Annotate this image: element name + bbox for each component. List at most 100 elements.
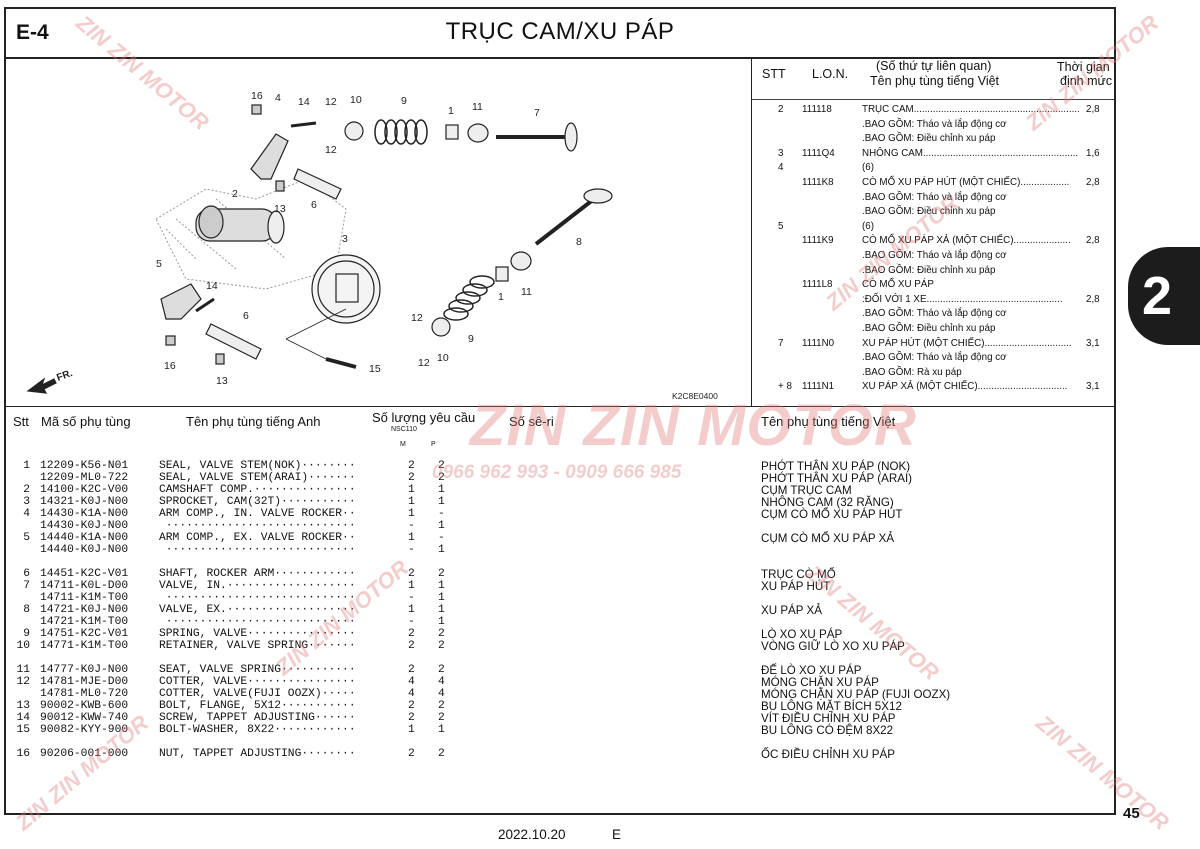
ref-desc: .BAO GỒM: Tháo và lắp động cơ bbox=[862, 250, 1007, 261]
qty-m: 1 bbox=[408, 508, 415, 520]
part-stt: 2 bbox=[23, 484, 30, 496]
part-name-vn: MÓNG CHẶN XU PÁP (FUJI OOZX) bbox=[761, 688, 951, 701]
col-p: P bbox=[431, 441, 436, 448]
part-name-en: CAMSHAFT COMP.··············· bbox=[159, 484, 356, 496]
qty-m: 2 bbox=[408, 640, 415, 652]
qty-m: - bbox=[408, 616, 415, 628]
part-number: 90002-KWB-600 bbox=[40, 700, 129, 712]
part-stt: 12 bbox=[16, 676, 30, 688]
reference-row: .BAO GỒM: Tháo và lắp động cơ bbox=[752, 250, 1112, 263]
part-name-vn: ĐẾ LÒ XO XU PÁP bbox=[761, 664, 862, 677]
reference-row: 5(6) bbox=[752, 221, 1112, 234]
reference-row: .BAO GỒM: Điều chỉnh xu páp bbox=[752, 206, 1112, 219]
col-serial: Số sê-ri bbox=[509, 414, 554, 429]
part-name-vn: MÓNG CHẶN XU PÁP bbox=[761, 676, 879, 689]
part-name-en: ···························· bbox=[159, 520, 356, 532]
diagram-callout: 4 bbox=[275, 92, 281, 104]
part-name-vn: NHÔNG CAM (32 RĂNG) bbox=[761, 496, 894, 509]
table-row: 14430-K0J-N00 ··························… bbox=[6, 520, 1106, 532]
ref-col-lon: L.O.N. bbox=[812, 67, 849, 81]
part-stt: 9 bbox=[23, 628, 30, 640]
qty-m: 2 bbox=[408, 472, 415, 484]
diagram-callout: 14 bbox=[206, 280, 218, 292]
qty-p: 1 bbox=[438, 616, 445, 628]
ref-desc: .BAO GỒM: Rà xu páp bbox=[862, 366, 962, 378]
part-name-en: BOLT-WASHER, 8X22············ bbox=[159, 724, 356, 736]
reference-row: :ĐỐI VỚI 1 XE...........................… bbox=[752, 294, 1112, 307]
page-number: 45 bbox=[1123, 805, 1140, 822]
ref-stt: 7 bbox=[778, 337, 784, 349]
qty-p: 1 bbox=[438, 724, 445, 736]
reference-row: .BAO GỒM: Tháo và lắp động cơ bbox=[752, 192, 1112, 205]
col-m: M bbox=[400, 441, 406, 448]
section-tab: 2 bbox=[1128, 247, 1200, 345]
part-stt: 15 bbox=[16, 724, 30, 736]
diagram-callout: 11 bbox=[521, 286, 532, 298]
reference-row: .BAO GỒM: Tháo và lắp động cơ bbox=[752, 308, 1112, 321]
ref-desc: CÒ MỔ XU PÁP bbox=[862, 279, 934, 291]
part-stt: 5 bbox=[23, 532, 30, 544]
qty-p: 2 bbox=[438, 628, 445, 640]
ref-time: 3,1 bbox=[1086, 337, 1100, 349]
diagram-callout: 1 bbox=[498, 291, 504, 303]
col-qty: Số lượng yêu cầu bbox=[372, 410, 476, 425]
part-stt: 3 bbox=[23, 496, 30, 508]
col-stt: Stt bbox=[13, 414, 29, 429]
ref-time: 1,6 bbox=[1086, 147, 1100, 159]
diagram-ref-code: K2C8E0400 bbox=[672, 391, 718, 401]
part-number: 14440-K1A-N00 bbox=[40, 532, 129, 544]
part-name-en: SPROCKET, CAM(32T)··········· bbox=[159, 496, 356, 508]
diagram-callout: 12 bbox=[325, 96, 337, 108]
part-stt: 6 bbox=[23, 568, 30, 580]
reference-row: .BAO GỒM: Tháo và lắp động cơ bbox=[752, 352, 1112, 365]
diagram-callout: 12 bbox=[418, 357, 430, 369]
part-number: 14777-K0J-N00 bbox=[40, 664, 129, 676]
part-name-en: SCREW, TAPPET ADJUSTING······ bbox=[159, 712, 356, 724]
ref-col-desc-1: (Số thứ tự liên quan) bbox=[876, 59, 992, 73]
ref-col-stt: STT bbox=[762, 67, 786, 81]
part-name-vn: CỤM TRỤC CAM bbox=[761, 484, 852, 497]
front-label: FR. bbox=[55, 368, 74, 384]
ref-desc: .BAO GỒM: Điều chỉnh xu páp bbox=[862, 264, 996, 276]
table-row: 14711-K1M-T00 ··························… bbox=[6, 592, 1106, 604]
part-name-vn: CỤM CÒ MỔ XU PÁP XẢ bbox=[761, 532, 895, 545]
page-title: TRỤC CAM/XU PÁP bbox=[445, 18, 675, 45]
qty-m: 4 bbox=[408, 688, 415, 700]
part-name-en: SEAL, VALVE STEM(NOK)········ bbox=[159, 460, 356, 472]
diagram-callout: 5 bbox=[156, 258, 162, 270]
part-name-en: SHAFT, ROCKER ARM············ bbox=[159, 568, 356, 580]
ref-lon: 1111L8 bbox=[802, 279, 833, 291]
part-name-en: ···························· bbox=[159, 544, 356, 556]
ref-lon: 1111K8 bbox=[802, 177, 834, 188]
diagram-callout: 6 bbox=[311, 199, 317, 211]
part-name-vn: VÒNG GIỮ LÒ XO XU PÁP bbox=[761, 640, 905, 653]
ref-stt: + 8 bbox=[778, 381, 792, 393]
part-name-en: BOLT, FLANGE, 5X12··········· bbox=[159, 700, 356, 712]
part-name-vn: PHỚT THÂN XU PÁP (ARAI) bbox=[761, 472, 913, 485]
diagram-callout: 6 bbox=[243, 310, 249, 322]
part-stt: 7 bbox=[23, 580, 30, 592]
diagram-callout: 2 bbox=[232, 188, 238, 200]
page-header: E-4 TRỤC CAM/XU PÁP bbox=[6, 9, 1114, 59]
part-name-vn: CỤM CÒ MỔ XU PÁP HÚT bbox=[761, 508, 903, 521]
qty-m: 4 bbox=[408, 676, 415, 688]
part-name-vn: TRỤC CÒ MỔ bbox=[761, 568, 836, 581]
ref-time: 2,8 bbox=[1086, 104, 1100, 115]
qty-m: 1 bbox=[408, 724, 415, 736]
qty-p: 2 bbox=[438, 568, 445, 580]
diagram-callout: 9 bbox=[468, 333, 474, 345]
part-number: 14430-K1A-N00 bbox=[40, 508, 129, 520]
ref-col-time-1: Thời gian bbox=[1057, 60, 1110, 74]
ref-lon: 1111K9 bbox=[802, 235, 834, 247]
ref-lon: 1111N0 bbox=[802, 337, 835, 349]
diagram-callout: 12 bbox=[325, 144, 337, 156]
